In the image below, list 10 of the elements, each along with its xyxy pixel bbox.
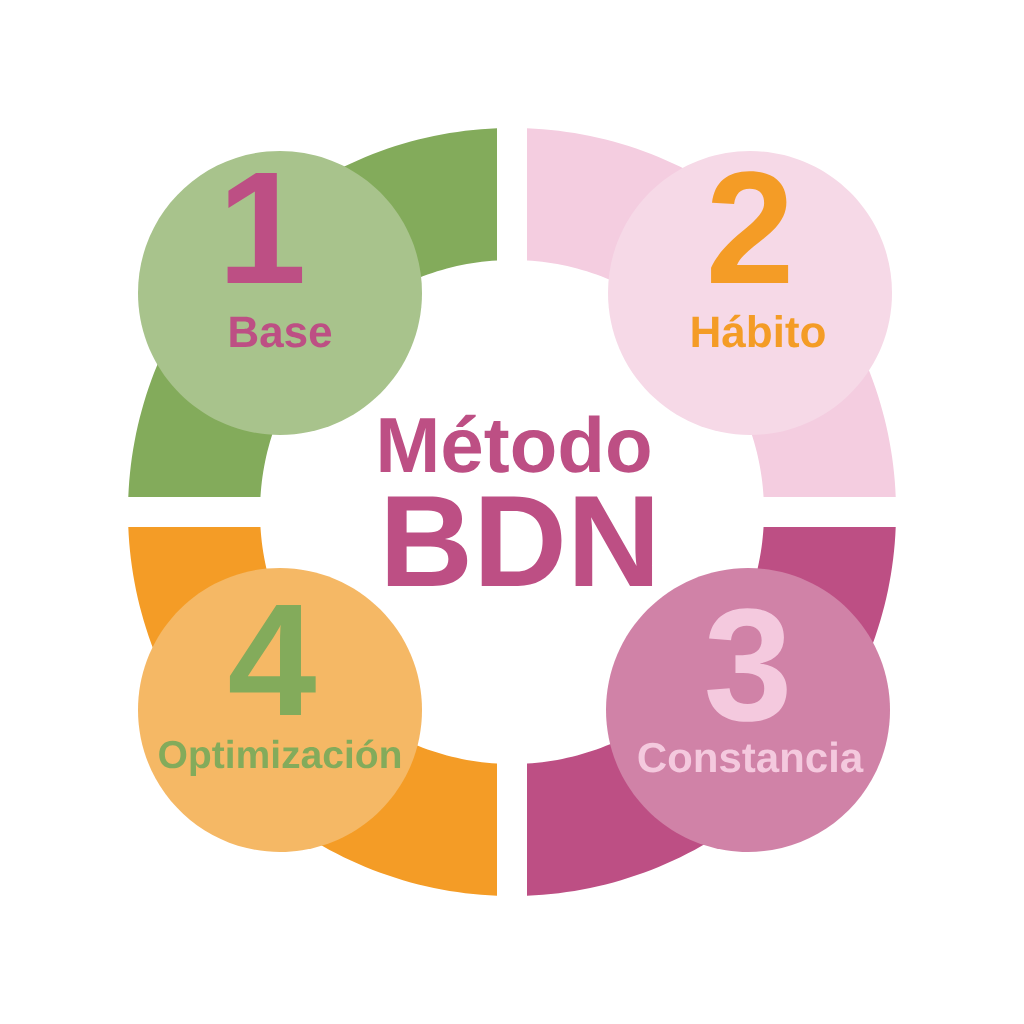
step-number: 2 (711, 171, 789, 283)
step-label: Base (230, 316, 332, 348)
step-label: Constancia (638, 741, 864, 773)
step-label: Hábito (692, 314, 825, 348)
step-number: 3 (707, 608, 787, 722)
step-label: Optimización (159, 739, 401, 777)
step-number: 1 (227, 172, 303, 283)
heading-text: BDN (387, 496, 653, 586)
heading-text: Método (380, 414, 650, 473)
step-number: 4 (229, 604, 316, 715)
